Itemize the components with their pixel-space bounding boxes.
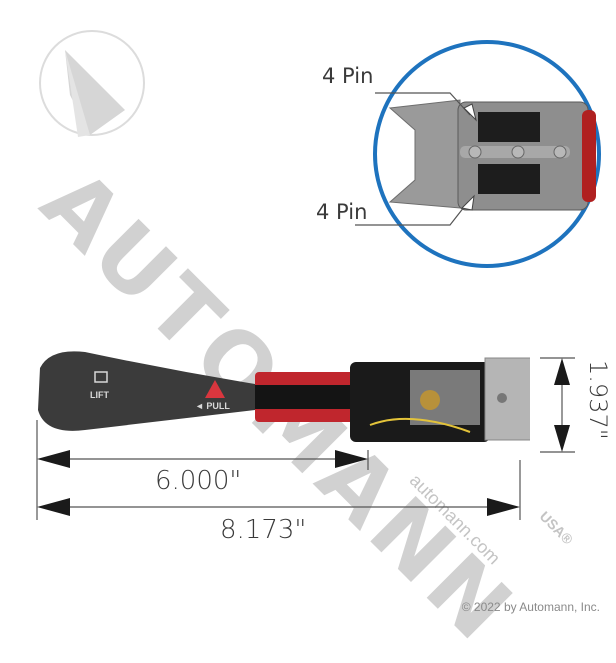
copyright-notice: © 2022 by Automann, Inc. <box>461 600 600 614</box>
connector-detail-callout <box>373 40 601 268</box>
knob-lift-label: LIFT <box>90 390 109 400</box>
dimension-lines <box>36 357 575 520</box>
pin-leader-lines <box>355 92 477 226</box>
automann-logo-watermark <box>39 30 145 137</box>
pin-label-top: 4 Pin <box>322 64 374 88</box>
dimension-total-length: 8.173" <box>220 515 307 545</box>
knob-pull-label: ◄ PULL <box>195 401 230 411</box>
headlamp-switch-lever <box>38 351 530 442</box>
dimension-partial-length: 6.000" <box>155 466 242 496</box>
dimension-height: 1.937" <box>584 360 612 440</box>
pin-label-bottom: 4 Pin <box>316 200 368 224</box>
